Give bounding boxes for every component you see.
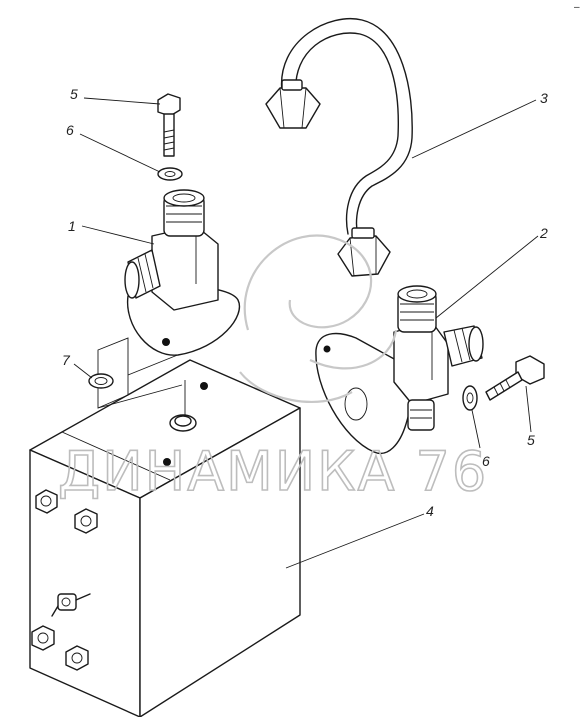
block-bolt-upper-left bbox=[35, 489, 58, 514]
part-5-bolt-right bbox=[485, 355, 545, 401]
leader-lines bbox=[73, 97, 539, 569]
callout-7: 7 bbox=[62, 352, 71, 368]
part-1-tee-fitting bbox=[124, 189, 241, 356]
part-5-bolt-left bbox=[157, 93, 181, 157]
callout-6-left: 6 bbox=[66, 122, 74, 138]
callout-6-right: 6 bbox=[482, 453, 490, 469]
block-bolt-lower-right bbox=[65, 645, 89, 671]
block-bolt-lower-left bbox=[31, 625, 55, 651]
callouts: 5 6 1 7 3 2 4 6 5 bbox=[62, 86, 548, 519]
part-3-pipe bbox=[265, 18, 413, 277]
part-4-valve-block bbox=[29, 359, 301, 717]
corner-mark: – bbox=[574, 2, 580, 13]
part-7-gasket bbox=[88, 337, 191, 409]
block-bolt-upper-right bbox=[74, 508, 98, 534]
callout-5-left: 5 bbox=[70, 86, 78, 102]
part-6-washer-left bbox=[157, 167, 183, 181]
block-small-fitting bbox=[51, 593, 91, 617]
callout-1: 1 bbox=[68, 218, 76, 234]
callout-4: 4 bbox=[426, 503, 434, 519]
watermark-text: ДИНАМИКА 76 bbox=[58, 440, 488, 503]
callout-3: 3 bbox=[540, 90, 548, 106]
watermark-logo bbox=[239, 234, 398, 404]
callout-5-right: 5 bbox=[527, 432, 535, 448]
callout-2: 2 bbox=[539, 225, 548, 241]
part-2-tee-fitting bbox=[315, 285, 484, 455]
part-6-washer-right bbox=[462, 385, 478, 411]
